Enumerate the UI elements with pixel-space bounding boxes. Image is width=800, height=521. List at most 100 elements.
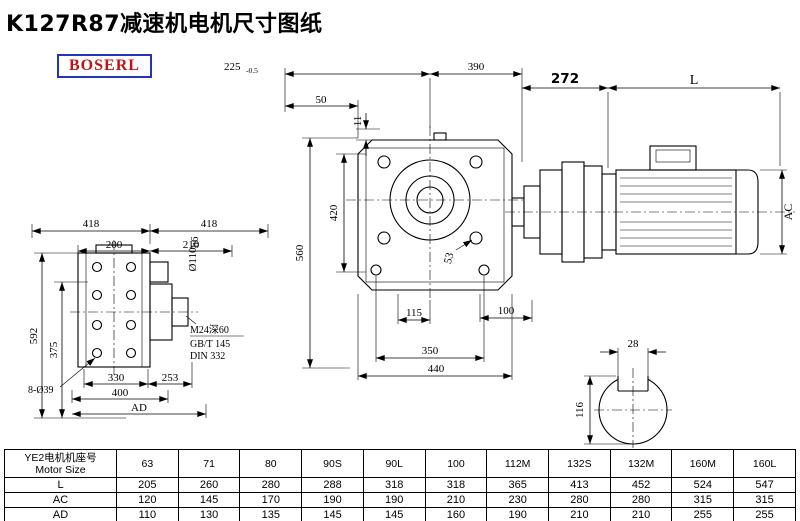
rear-dimensions: 418 418 200 210 592 375 330 253 bbox=[28, 218, 269, 419]
dim-standard-1: GB/T 145 bbox=[190, 339, 230, 350]
table-row-L: L 205 260 280 288 318 318 365 413 452 52… bbox=[4, 477, 796, 493]
technical-drawing: 418 418 200 210 592 375 330 253 bbox=[28, 61, 795, 448]
dim-100: 100 bbox=[498, 305, 515, 317]
table-cell: 145 bbox=[362, 507, 426, 521]
table-cell: 210 bbox=[609, 507, 673, 521]
header-size-132S: 132S bbox=[548, 449, 611, 478]
dim-50: 50 bbox=[316, 94, 328, 106]
header-size-90S: 90S bbox=[301, 449, 364, 478]
shaft-section-dimensions: 28 116 bbox=[574, 338, 666, 445]
dim-11: 11 bbox=[352, 116, 364, 127]
table-cell: 190 bbox=[301, 492, 364, 508]
dim-AC: AC bbox=[781, 204, 795, 221]
dim-116: 116 bbox=[574, 401, 586, 418]
header-size-112M: 112M bbox=[486, 449, 550, 478]
table-cell: 160 bbox=[424, 507, 488, 521]
dim-bolt-holes: 8-Ø39 bbox=[28, 385, 54, 396]
motor-dimensions: 272 L AC bbox=[522, 71, 795, 255]
dim-200: 200 bbox=[106, 239, 123, 251]
table-cell: 120 bbox=[116, 492, 179, 508]
dim-375: 375 bbox=[48, 341, 60, 358]
header-size-132M: 132M bbox=[609, 449, 673, 478]
table-cell: 318 bbox=[424, 477, 488, 493]
header-motor-size-cn: YE2电机机座号 bbox=[24, 451, 97, 464]
table-cell: 318 bbox=[362, 477, 426, 493]
table-cell: 288 bbox=[301, 477, 364, 493]
table-cell: 255 bbox=[671, 507, 735, 521]
table-cell: 452 bbox=[609, 477, 673, 493]
header-size-63: 63 bbox=[116, 449, 179, 478]
dim-560: 560 bbox=[294, 244, 306, 261]
table-cell: 280 bbox=[548, 492, 611, 508]
dim-tap: M24深60 bbox=[190, 324, 229, 336]
dim-standard-2: DIN 332 bbox=[190, 351, 225, 362]
dim-390: 390 bbox=[468, 61, 485, 73]
table-cell: 205 bbox=[116, 477, 179, 493]
table-cell: 413 bbox=[548, 477, 611, 493]
shaft-diameter-value: Ø110 bbox=[187, 247, 199, 272]
dim-AD: AD bbox=[131, 402, 147, 414]
table-cell: 280 bbox=[609, 492, 673, 508]
dim-420: 420 bbox=[328, 204, 340, 221]
dim-592: 592 bbox=[28, 328, 40, 345]
brand-logo: BOSERL bbox=[57, 54, 152, 78]
table-cell: 260 bbox=[177, 477, 241, 493]
dim-400: 400 bbox=[112, 387, 129, 399]
table-cell: 547 bbox=[733, 477, 796, 493]
dim-225: 225 bbox=[224, 61, 241, 73]
header-motor-size: YE2电机机座号 Motor Size bbox=[4, 449, 117, 478]
dim-330: 330 bbox=[108, 372, 125, 384]
table-cell: 210 bbox=[424, 492, 488, 508]
dim-115: 115 bbox=[406, 307, 423, 319]
header-size-71: 71 bbox=[177, 449, 241, 478]
table-header-row: YE2电机机座号 Motor Size 63 71 80 90S 90L 100… bbox=[4, 449, 796, 478]
dim-L: L bbox=[690, 73, 699, 88]
table-cell: 315 bbox=[733, 492, 796, 508]
dim-210: 210 bbox=[183, 239, 200, 251]
table-cell: 280 bbox=[239, 477, 303, 493]
rear-view bbox=[70, 240, 198, 375]
table-cell: 315 bbox=[671, 492, 735, 508]
table-cell: 230 bbox=[486, 492, 550, 508]
table-cell: 524 bbox=[671, 477, 735, 493]
dim-418-right: 418 bbox=[201, 218, 218, 230]
dim-shaft-diameter: Ø110h6 bbox=[187, 236, 201, 272]
front-view bbox=[346, 126, 524, 300]
dim-28: 28 bbox=[628, 338, 640, 350]
header-size-160L: 160L bbox=[733, 449, 796, 478]
table-cell: 365 bbox=[486, 477, 550, 493]
dim-53: 53 bbox=[442, 251, 457, 265]
header-size-160M: 160M bbox=[671, 449, 735, 478]
front-dimensions: 225 -0.5 390 50 11 560 420 53 bbox=[224, 61, 533, 380]
row-label-AD: AD bbox=[4, 507, 117, 521]
table-cell: 135 bbox=[239, 507, 303, 521]
table-cell: 145 bbox=[301, 507, 364, 521]
table-cell: 145 bbox=[177, 492, 241, 508]
table-row-AD: AD 110 130 135 145 145 160 190 210 210 2… bbox=[4, 507, 796, 521]
table-row-AC: AC 120 145 170 190 190 210 230 280 280 3… bbox=[4, 492, 796, 508]
table-cell: 190 bbox=[362, 492, 426, 508]
header-size-80: 80 bbox=[239, 449, 303, 478]
dim-253: 253 bbox=[162, 372, 179, 384]
page-title: K127R87减速机电机尺寸图纸 bbox=[6, 12, 323, 37]
dim-225-tolerance: -0.5 bbox=[246, 66, 258, 75]
motor-dimension-table: YE2电机机座号 Motor Size 63 71 80 90S 90L 100… bbox=[4, 449, 796, 521]
table-cell: 190 bbox=[486, 507, 550, 521]
dim-418-left: 418 bbox=[83, 218, 100, 230]
shaft-section-view bbox=[594, 368, 672, 448]
table-cell: 110 bbox=[116, 507, 179, 521]
table-cell: 210 bbox=[548, 507, 611, 521]
row-label-AC: AC bbox=[4, 492, 117, 508]
dim-272: 272 bbox=[551, 71, 579, 87]
table-cell: 255 bbox=[733, 507, 796, 521]
motor-view bbox=[505, 145, 795, 263]
header-motor-size-en: Motor Size bbox=[35, 463, 86, 476]
header-size-90L: 90L bbox=[362, 449, 426, 478]
row-label-L: L bbox=[4, 477, 117, 493]
table-cell: 170 bbox=[239, 492, 303, 508]
header-size-100: 100 bbox=[424, 449, 488, 478]
shaft-diameter-tolerance: h6 bbox=[189, 236, 201, 248]
table-cell: 130 bbox=[177, 507, 241, 521]
dim-350: 350 bbox=[422, 345, 439, 357]
